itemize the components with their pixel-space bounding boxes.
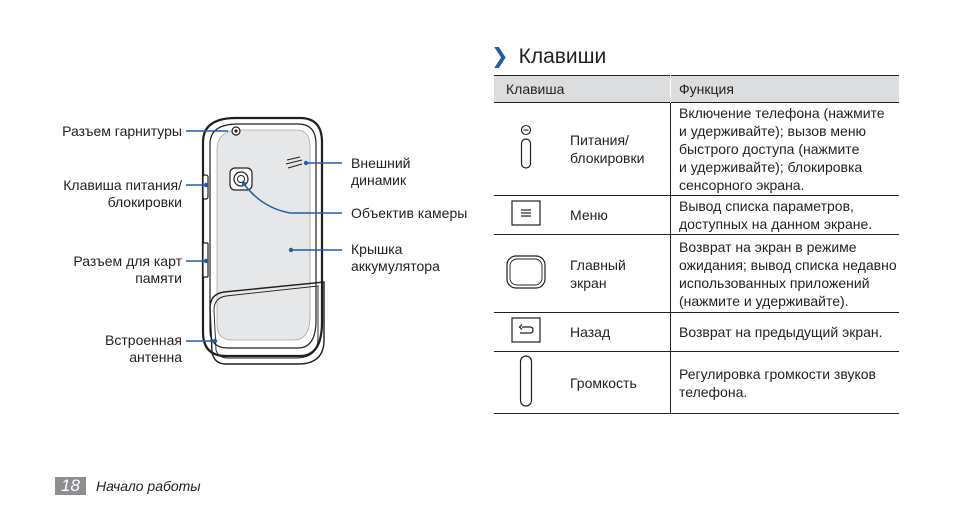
label-power-key: Клавиша питания/ блокировки <box>63 177 182 210</box>
section-title-text: Клавиши <box>518 45 607 68</box>
section-title: ❯ Клавиши <box>491 44 606 70</box>
chevron-right-icon: ❯ <box>491 45 509 68</box>
footer-section-name: Начало работы <box>96 478 201 494</box>
callout-lines <box>186 130 342 342</box>
speaker-grille <box>285 156 303 169</box>
key-name: Главный экран <box>558 234 671 313</box>
key-function: Включение телефона (нажмите и удерживайт… <box>679 105 885 193</box>
phone-body <box>201 116 325 365</box>
key-name: Меню <box>558 195 671 235</box>
headset-jack <box>231 126 241 136</box>
key-function: Возврат на предыдущий экран. <box>679 324 883 340</box>
label-memory-card-slot: Разъем для карт памяти <box>73 253 182 286</box>
volume-key-icon <box>494 352 558 414</box>
camera-lens <box>229 167 253 191</box>
table-row: Меню Вывод списка параметров, доступных … <box>494 195 899 235</box>
callout-dots <box>203 160 309 344</box>
header-function: Функция <box>679 81 734 97</box>
key-name: Назад <box>558 312 671 352</box>
key-function: Регулировка громкости звуков телефона. <box>679 365 876 400</box>
key-function: Вывод списка параметров, доступных на да… <box>679 198 873 232</box>
table-row: Главный экран Возврат на экран в режиме … <box>494 234 899 313</box>
label-battery-cover: Крышка аккумулятора <box>351 241 440 274</box>
menu-key-icon <box>494 196 558 235</box>
back-key-icon <box>494 313 558 352</box>
table-row: Громкость Регулировка громкости звуков т… <box>494 351 899 414</box>
phone-back-diagram <box>186 116 342 365</box>
label-speaker: Внешний динамик <box>351 155 411 188</box>
table-row: Назад Возврат на предыдущий экран. <box>494 312 899 352</box>
key-name: Громкость <box>558 351 671 414</box>
label-internal-antenna: Встроенная антенна <box>105 332 182 365</box>
key-name: Питания/ блокировки <box>558 102 671 196</box>
label-camera-lens: Объектив камеры <box>351 205 468 221</box>
page-number: 18 <box>55 477 86 495</box>
key-function: Возврат на экран в режиме ожидания; выво… <box>679 238 897 309</box>
table-row: Питания/ блокировки Включение телефона (… <box>494 102 899 196</box>
keys-table: Клавиша Функция Питания/ блокировки Вклю… <box>494 75 899 414</box>
label-headset-jack: Разъем гарнитуры <box>62 123 182 139</box>
home-key-icon <box>494 235 558 313</box>
table-header-row: Клавиша Функция <box>494 75 899 103</box>
power-lock-key-icon <box>494 103 558 196</box>
header-key: Клавиша <box>494 75 671 103</box>
